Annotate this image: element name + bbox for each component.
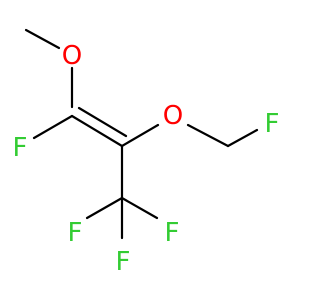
bond-c2-o [120,123,160,148]
oxygen-methoxy-label: O [62,41,82,71]
fluorine-cf3-right-label: F [165,218,180,248]
bond-c1-c2 [70,114,124,148]
bond-o-ch2 [186,123,230,148]
bond-ch2-f [226,128,259,148]
bond-methyl-o [24,28,61,50]
bond-c1-c2-double [77,106,128,138]
bond-c3-f-right [120,196,159,220]
molecule-canvas: O F O F F F F [12,28,280,277]
fluorine-vinyl-label: F [13,133,28,163]
molecule-structure: O F O F F F F [13,28,280,277]
fluorine-fluoromethyl-label: F [265,109,280,139]
oxygen-ether-label: O [163,101,183,131]
fluorine-cf3-bottom-label: F [116,247,131,277]
bond-c3-f-left [85,196,124,220]
bond-c1-f [32,114,74,140]
fluorine-cf3-left-label: F [68,218,83,248]
